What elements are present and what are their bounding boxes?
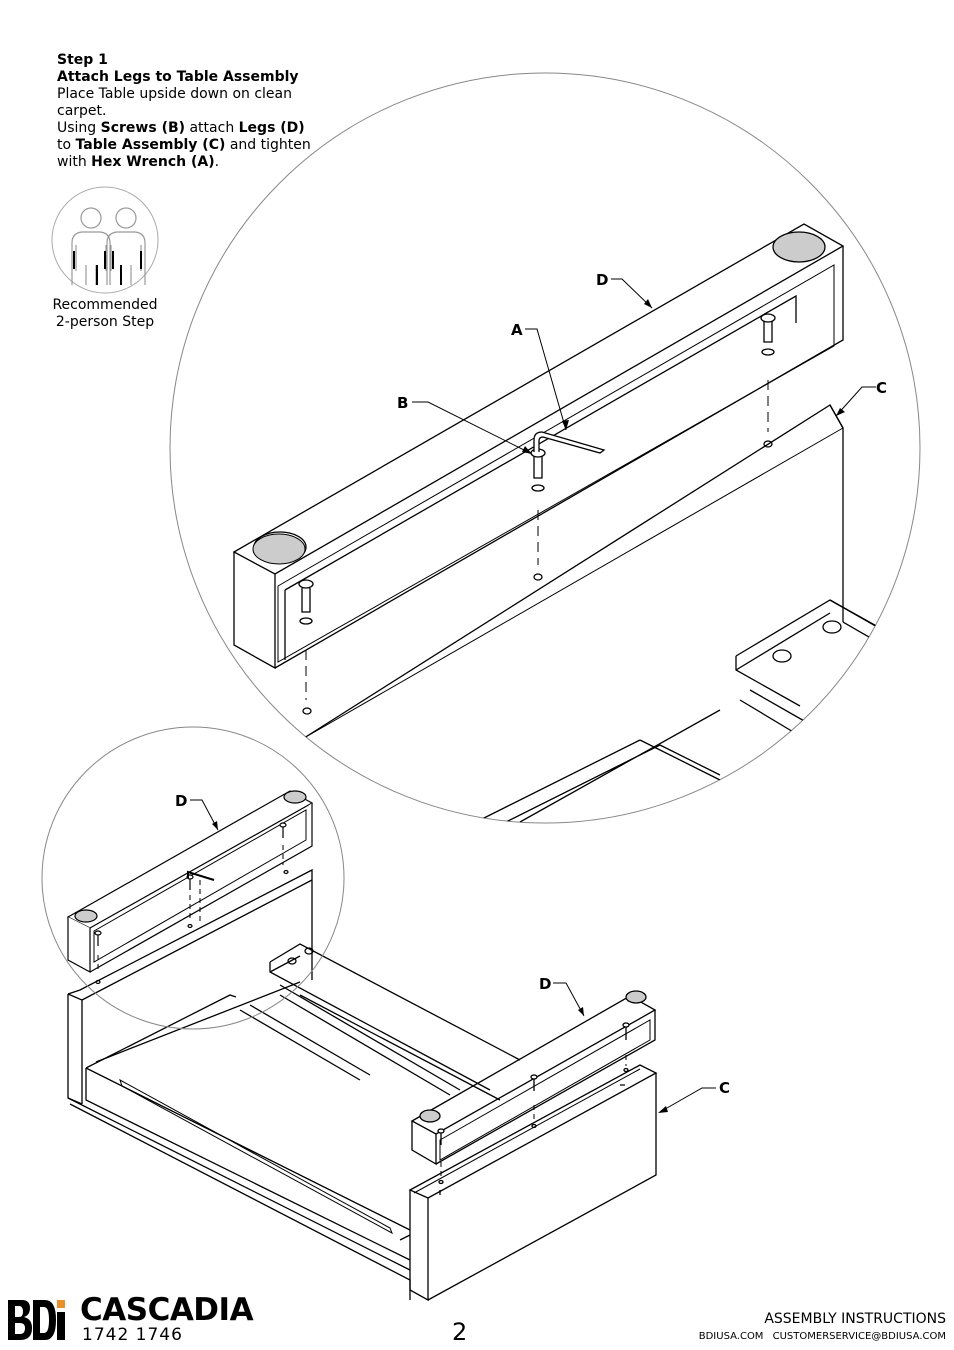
screw-left — [298, 579, 314, 715]
callout-detail-a: A — [511, 321, 523, 339]
hex-wrench-icon — [533, 431, 606, 454]
step-title: Attach Legs to Table Assembly — [57, 69, 299, 85]
detail-circle-large — [169, 72, 921, 824]
bdi-logo-icon — [8, 1300, 65, 1340]
part-legs: Legs (D) — [238, 120, 305, 136]
text-attach: attach — [185, 120, 239, 136]
two-person-icon — [51, 186, 159, 294]
detail-circle-small — [41, 726, 345, 1030]
brand-name: CASCADIA — [80, 1292, 254, 1328]
part-hex-wrench: Hex Wrench (A) — [91, 154, 215, 170]
table-assembly-main — [67, 868, 658, 1302]
website-links: BDIUSA.COM CUSTOMERSERVICE@BDIUSA.COM — [698, 1331, 946, 1342]
part-screws: Screws (B) — [100, 120, 186, 136]
step-number: Step 1 — [57, 52, 108, 68]
callout-detail-b: B — [397, 394, 408, 412]
two-person-badge: Recommended 2-person Step — [45, 185, 165, 331]
page-number: 2 — [452, 1318, 468, 1346]
text-period: . — [214, 154, 220, 170]
step-instructions: Step 1 Attach Legs to Table Assembly Pla… — [57, 52, 312, 171]
part-table-assembly: Table Assembly (C) — [75, 137, 226, 153]
callout-detail-d: D — [596, 271, 608, 289]
text-and-tighten: and tighten with — [57, 137, 311, 170]
step-line-1: Place Table upside down on clean carpet. — [57, 86, 292, 119]
text-to: to — [57, 137, 76, 153]
model-numbers: 1742 1746 — [82, 1325, 183, 1345]
callout-main-c: C — [719, 1079, 730, 1097]
two-person-line-2: 2-person Step — [55, 314, 155, 330]
screw-right — [760, 313, 776, 448]
two-person-line-1: Recommended — [52, 297, 158, 313]
assembly-instructions-label: ASSEMBLY INSTRUCTIONS — [764, 1311, 946, 1327]
callout-small-d: D — [175, 792, 187, 810]
callout-main-d: D — [539, 975, 551, 993]
text-using: Using — [57, 120, 101, 136]
callout-detail-c: C — [876, 379, 887, 397]
step-line-2: Using Screws (B) attach Legs (D) to Tabl… — [57, 120, 312, 171]
bdi-logo — [6, 1298, 68, 1348]
screw-center — [530, 448, 546, 581]
